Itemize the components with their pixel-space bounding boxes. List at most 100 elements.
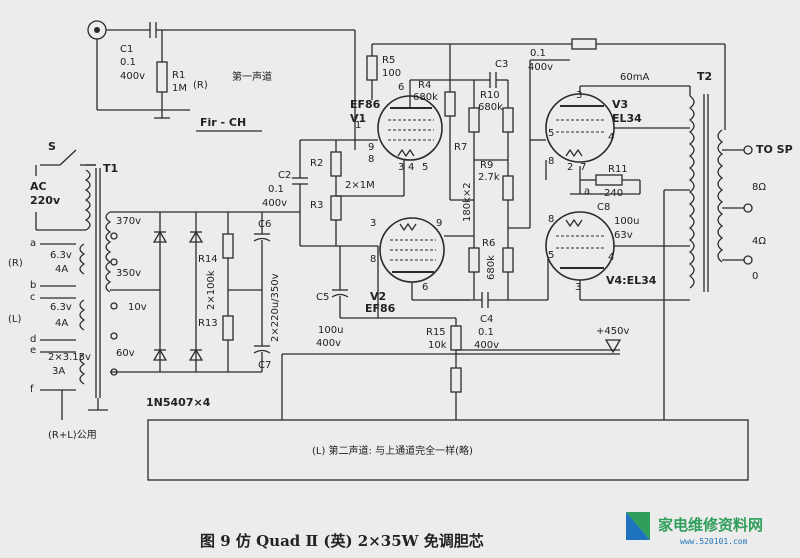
label-c5-val: 100u <box>318 325 343 336</box>
label-r6-val: 680k <box>486 255 497 280</box>
label-t2: T2 <box>697 70 712 83</box>
bridge-rectifier <box>110 211 204 372</box>
label-v1: V1 <box>350 112 366 125</box>
v3-pin-4: 4 <box>608 132 614 143</box>
v3-pin-3: 3 <box>576 90 582 101</box>
label-el34: EL34 <box>612 112 642 125</box>
label-8ohm: 8Ω <box>752 182 766 193</box>
resistor-r9 <box>502 175 514 228</box>
label-c6: C6 <box>258 219 271 230</box>
label-r10: R10 <box>480 90 500 101</box>
label-s: S <box>48 140 56 153</box>
label-r2-r3: 2×1M <box>345 180 375 191</box>
tube-v3 <box>545 93 615 163</box>
v3-pin-7: 7 <box>580 162 586 173</box>
label-c2: C2 <box>278 170 291 181</box>
label-c1-volt: 400v <box>120 71 145 82</box>
label-r5-val: 100 <box>382 68 401 79</box>
v2-pin-6: 6 <box>422 282 428 293</box>
label-r-tag: (R) <box>193 80 208 91</box>
label-channel-1: 第一声道 <box>232 70 272 83</box>
watermark-logo <box>626 512 650 540</box>
resistor-r7 <box>468 80 480 160</box>
label-r5: R5 <box>382 55 395 66</box>
capacitor-c1 <box>106 22 355 38</box>
v3-pin-8: 8 <box>548 156 554 167</box>
label-wd: d <box>30 334 36 345</box>
pin-5: 5 <box>422 162 428 173</box>
tube-v2 <box>379 217 445 283</box>
label-0ohm: 0 <box>752 271 758 282</box>
label-r9: R9 <box>480 160 493 171</box>
label-c6-c7: 2×220u/350v <box>270 273 281 342</box>
capacitor-c4 <box>440 292 548 308</box>
label-we: e <box>30 345 36 356</box>
label-r10-val: 680k <box>478 102 503 113</box>
label-r4: R4 <box>418 80 431 91</box>
label-c2-val: 0.1 <box>268 184 284 195</box>
label-r3: R3 <box>310 200 323 211</box>
label-c3: C3 <box>495 59 508 70</box>
label-60v: 60v <box>116 348 135 359</box>
label-r6: R6 <box>482 238 495 249</box>
label-r1-val: 1M <box>172 83 187 94</box>
label-r15: R15 <box>426 327 446 338</box>
resistor-r15 <box>450 318 462 420</box>
resistor-r4 <box>444 80 456 200</box>
label-h3: 2×3.15v <box>48 352 91 363</box>
v3-pin-5: 5 <box>548 128 554 139</box>
label-450v: +450v <box>596 326 629 337</box>
pin-9: 9 <box>368 142 374 153</box>
label-channel-2: (L) 第二声道: 与上通道完全一样(略) <box>312 444 473 457</box>
pin-4: 4 <box>408 162 414 173</box>
label-c5: C5 <box>316 292 329 303</box>
v4-pin-3: 3 <box>575 282 581 293</box>
label-h1: 6.3v <box>50 250 72 261</box>
label-shared: (R+L)公用 <box>48 430 97 441</box>
label-ef86-v2: EF86 <box>365 302 396 315</box>
label-4ohm: 4Ω <box>752 236 766 247</box>
label-h2: 6.3v <box>50 302 72 313</box>
label-wc: c <box>30 292 36 303</box>
label-v3: V3 <box>612 98 628 111</box>
label-r15-val: 10k <box>428 340 447 351</box>
second-channel-box <box>147 419 749 481</box>
label-c8: C8 <box>597 202 610 213</box>
resistor-r13 <box>222 315 234 372</box>
label-ac-volt: 220v <box>30 194 61 207</box>
label-180k: 180k×2 <box>462 182 473 222</box>
label-ac: AC <box>30 180 47 193</box>
label-r11: R11 <box>608 164 628 175</box>
label-370v: 370v <box>116 216 141 227</box>
pin-8: 8 <box>368 154 374 165</box>
capacitor-c6-c7 <box>196 211 271 372</box>
v2-pin-9: 9 <box>436 218 442 229</box>
label-c4-val: 0.1 <box>478 327 494 338</box>
resistor-r10 <box>502 80 514 176</box>
figure-caption: 图 9 仿 Quad Ⅱ (英) 2×35W 免调胆芯 <box>200 532 484 550</box>
capacitor-c2 <box>292 140 308 246</box>
label-c5-volt: 400v <box>316 338 341 349</box>
label-r13-r14: 2×100k <box>206 270 217 310</box>
label-a: a <box>584 186 590 197</box>
label-10v: 10v <box>128 302 147 313</box>
label-to-sp: TO SP <box>756 143 793 156</box>
input-jack <box>87 20 190 111</box>
label-r14: R14 <box>198 254 218 265</box>
label-r7: R7 <box>454 142 467 153</box>
label-v4: V4:EL34 <box>606 274 657 287</box>
label-c2-volt: 400v <box>262 198 287 209</box>
transformer-t2 <box>688 94 724 292</box>
label-wb: b <box>30 280 36 291</box>
label-h1a: 4A <box>55 264 68 275</box>
label-ef86: EF86 <box>350 98 381 111</box>
capacitor-c8 <box>570 180 641 195</box>
label-r9-val: 2.7k <box>478 172 500 183</box>
pin-6: 6 <box>398 82 404 93</box>
label-r4-val: 680k <box>413 92 438 103</box>
resistor-r2 <box>330 140 342 196</box>
capacitor-c5 <box>331 246 349 318</box>
label-fir-ch: Fir - CH <box>200 116 246 129</box>
resistor-r11 <box>579 166 640 186</box>
transformer-t1 <box>79 168 112 398</box>
